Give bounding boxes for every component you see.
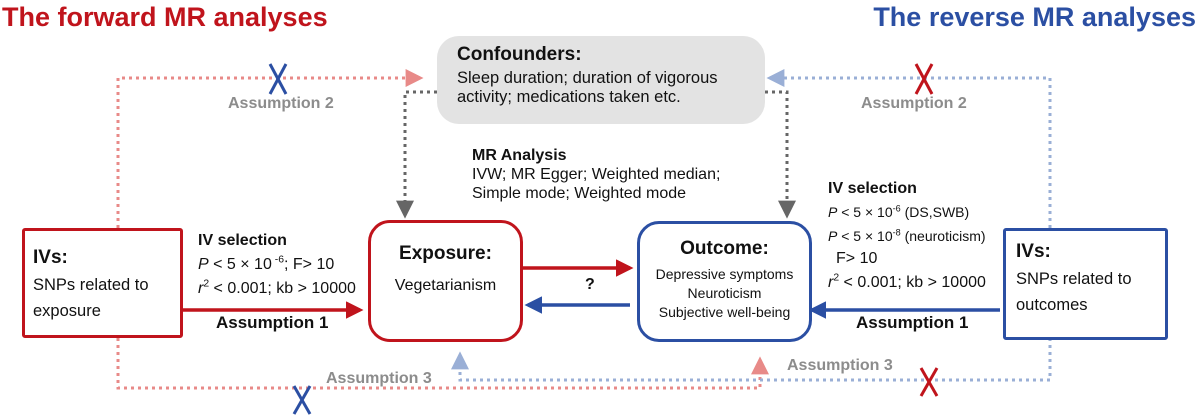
left-assumption2-path	[116, 69, 424, 228]
ivs-description: outcomes	[1016, 296, 1088, 314]
confounders-line: Sleep duration; duration of vigorous	[457, 69, 718, 87]
outcome-box: Outcome: Depressive symptoms Neuroticism…	[637, 221, 812, 342]
right-assumption1-label: Assumption 1	[856, 313, 969, 332]
left-assumption3-label: Assumption 3	[326, 370, 432, 387]
right-ivs-box: IVs: SNPs related to outcomes	[1003, 228, 1168, 340]
left-ivs-box: IVs: SNPs related to exposure	[22, 228, 183, 338]
ivs-description: SNPs related to	[1016, 270, 1132, 288]
left-iv-selection: IV selection P < 5 × 10 -6; F> 10 r2 < 0…	[198, 232, 356, 298]
exposure-heading: Exposure:	[399, 243, 492, 264]
ivs-heading: IVs:	[33, 247, 68, 268]
ivs-heading: IVs:	[1016, 241, 1051, 262]
right-assumption2-path	[766, 69, 1052, 228]
mr-analysis-methods: IVW; MR Egger; Weighted median;	[472, 166, 721, 183]
confounders-line: activity; medications taken etc.	[457, 88, 681, 106]
p-threshold: P < 5 × 10 -6; F> 10	[198, 254, 335, 273]
confounders-heading: Confounders:	[457, 44, 582, 65]
blocked-x-icon	[914, 63, 934, 95]
left-assumption2-label: Assumption 2	[228, 95, 334, 112]
iv-selection-heading: IV selection	[198, 232, 287, 249]
right-assumption2-label: Assumption 2	[861, 95, 967, 112]
mr-analysis-methods: Simple mode; Weighted mode	[472, 185, 687, 202]
outcome-item: Depressive symptoms	[655, 266, 794, 282]
right-assumption3-label: Assumption 3	[787, 357, 893, 374]
right-assumption3-path	[451, 338, 1052, 382]
outcome-item: Subjective well-being	[658, 304, 791, 320]
left-assumption1-label: Assumption 1	[216, 313, 329, 332]
confounder-to-outcome-path	[765, 90, 796, 219]
p-threshold: P < 5 × 10-6 (DS,SWB)	[828, 203, 970, 220]
r2-threshold: r2 < 0.001; kb > 10000	[828, 272, 986, 291]
blocked-x-icon	[268, 63, 288, 95]
outcome-heading: Outcome:	[680, 238, 769, 259]
iv-selection-heading: IV selection	[828, 180, 917, 197]
p-threshold: P < 5 × 10-8 (neuroticism)	[828, 227, 986, 244]
exposure-value: Vegetarianism	[394, 277, 497, 294]
r2-threshold: r2 < 0.001; kb > 10000	[198, 278, 356, 297]
confounder-to-exposure-path	[396, 90, 437, 219]
exposure-box: Exposure: Vegetarianism	[368, 220, 523, 342]
mr-analysis-block: MR Analysis IVW; MR Egger; Weighted medi…	[472, 147, 720, 203]
confounders-box: Confounders: Sleep duration; duration of…	[437, 36, 765, 124]
ivs-description: SNPs related to	[33, 276, 149, 294]
f-threshold: F> 10	[836, 250, 878, 267]
blocked-x-icon	[919, 367, 939, 397]
right-iv-selection: IV selection P < 5 × 10-6 (DS,SWB) P < 5…	[828, 180, 986, 292]
outcome-item: Neuroticism	[687, 285, 762, 301]
mr-analysis-heading: MR Analysis	[472, 147, 567, 164]
ivs-description: exposure	[33, 302, 101, 320]
blocked-x-icon	[292, 385, 312, 415]
left-assumption3-path	[116, 338, 769, 390]
reverse-title: The reverse MR analyses	[873, 2, 1196, 32]
causal-question-mark: ?	[585, 276, 595, 293]
forward-title: The forward MR analyses	[2, 2, 328, 32]
